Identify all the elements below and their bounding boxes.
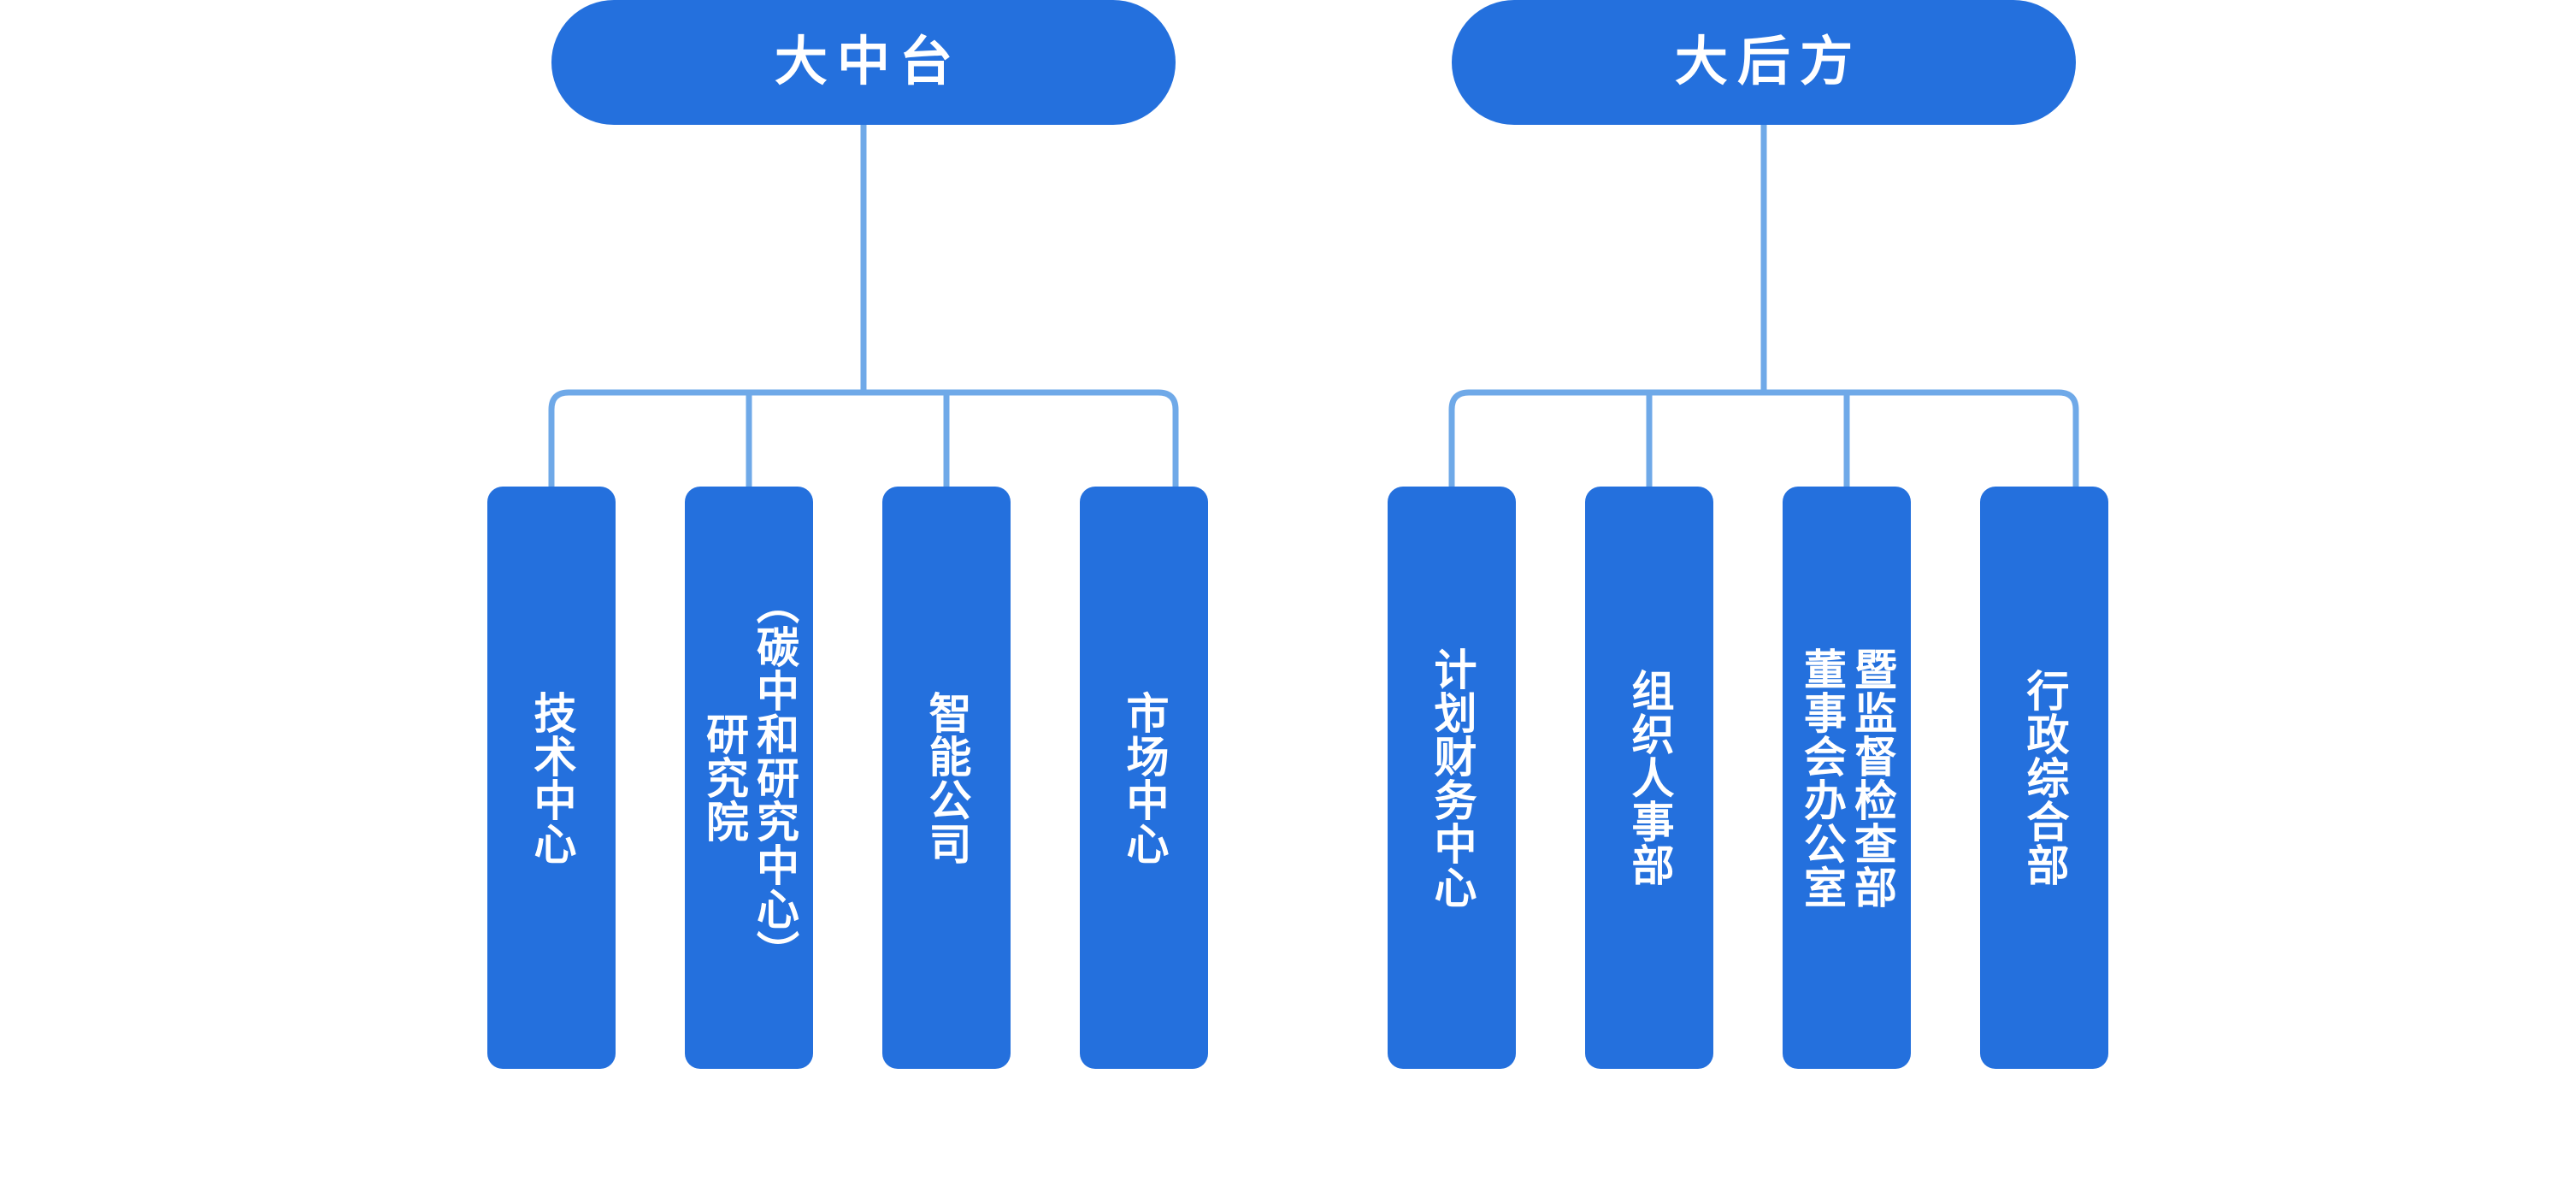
node-board-office[interactable]: 暨监督检查部 董事会办公室: [1783, 487, 1911, 1069]
node-admin-department[interactable]: 行政综合部: [1980, 487, 2108, 1069]
node-research-institute[interactable]: （碳中和研究中心） 研究院: [685, 487, 813, 1069]
node-label-research-institute-col-1: （碳中和研究中心）: [751, 581, 799, 974]
node-label-research-institute-col-2: 研究院: [700, 712, 748, 843]
node-label-market-center: 市场中心: [1120, 690, 1169, 865]
node-label-intelligent-company: 智能公司: [923, 690, 971, 865]
group-header-mid-platform[interactable]: 大中台: [551, 0, 1176, 125]
node-label-admin-department: 行政综合部: [2020, 669, 2069, 887]
node-tech-center[interactable]: 技术中心: [487, 487, 616, 1069]
node-label-board-office-col-1: 暨监督检查部: [1848, 646, 1896, 909]
bus-line-group-2: [1448, 389, 2079, 487]
node-market-center[interactable]: 市场中心: [1080, 487, 1208, 1069]
node-finance-center[interactable]: 计划财务中心: [1388, 487, 1516, 1069]
node-intelligent-company[interactable]: 智能公司: [882, 487, 1011, 1069]
node-label-hr-department: 组织人事部: [1625, 669, 1674, 887]
group-header-back-office[interactable]: 大后方: [1452, 0, 2076, 125]
bus-line-group-1: [548, 389, 1179, 487]
node-label-finance-center: 计划财务中心: [1428, 646, 1477, 909]
node-label-board-office-col-2: 董事会办公室: [1798, 646, 1846, 909]
node-hr-department[interactable]: 组织人事部: [1585, 487, 1713, 1069]
node-label-tech-center: 技术中心: [528, 690, 576, 865]
